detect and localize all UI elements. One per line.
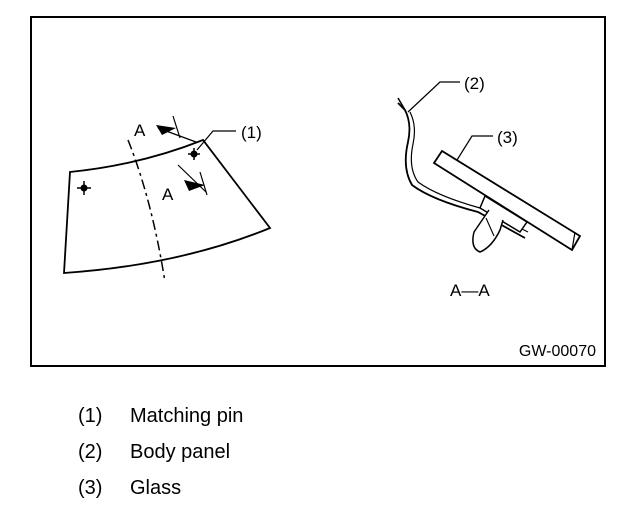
pin-clip-slot: [485, 217, 495, 237]
section-view: (2) (3) A—A: [397, 74, 582, 300]
offset-tick-lower: [199, 171, 208, 196]
legend-item-glass: (3) Glass: [78, 470, 243, 506]
pin-leader: [196, 130, 236, 151]
diagram-figure: A A (1) (2) (3) A—A GW-00070: [30, 16, 606, 367]
offset-tick-upper: [172, 115, 181, 139]
body-panel: [397, 102, 526, 239]
callout-glass: (3): [497, 128, 518, 147]
legend-label: Body panel: [130, 441, 231, 463]
section-line: [127, 139, 166, 283]
legend-num: (1): [78, 405, 103, 427]
body-panel-edge: [397, 97, 406, 111]
legend-num: (3): [78, 477, 103, 499]
legend: (1) Matching pin (2) Body panel (3) Glas…: [78, 398, 243, 506]
arrow-a-upper: [156, 125, 176, 135]
offset-guide-lower: [177, 164, 207, 193]
figure-code: GW-00070: [519, 343, 596, 360]
callout-pin: (1): [241, 123, 262, 142]
legend-item-matching-pin: (1) Matching pin: [78, 398, 243, 434]
body-panel-leader: [407, 81, 460, 113]
section-label-lower: A: [162, 185, 174, 204]
section-label-upper: A: [134, 121, 146, 140]
callout-body-panel: (2): [464, 74, 485, 93]
pin-body: [479, 194, 529, 234]
arrow-a-lower: [184, 180, 205, 191]
body-panel-inner: [409, 111, 529, 233]
legend-label: Glass: [130, 477, 182, 499]
matching-pin-mark-right: [188, 148, 200, 160]
legend-num: (2): [78, 441, 103, 463]
pin-clip: [472, 209, 504, 253]
figure-border: [30, 16, 606, 367]
section-view-label: A—A: [450, 281, 490, 300]
legend-label: Matching pin: [130, 405, 244, 427]
glass-edge: [571, 231, 576, 251]
glass-leader: [456, 135, 493, 161]
glass-front-view: A A (1): [63, 115, 272, 283]
legend-item-body-panel: (2) Body panel: [78, 434, 243, 470]
glass-outline: [63, 138, 272, 274]
matching-pin-mark-left: [77, 181, 91, 195]
